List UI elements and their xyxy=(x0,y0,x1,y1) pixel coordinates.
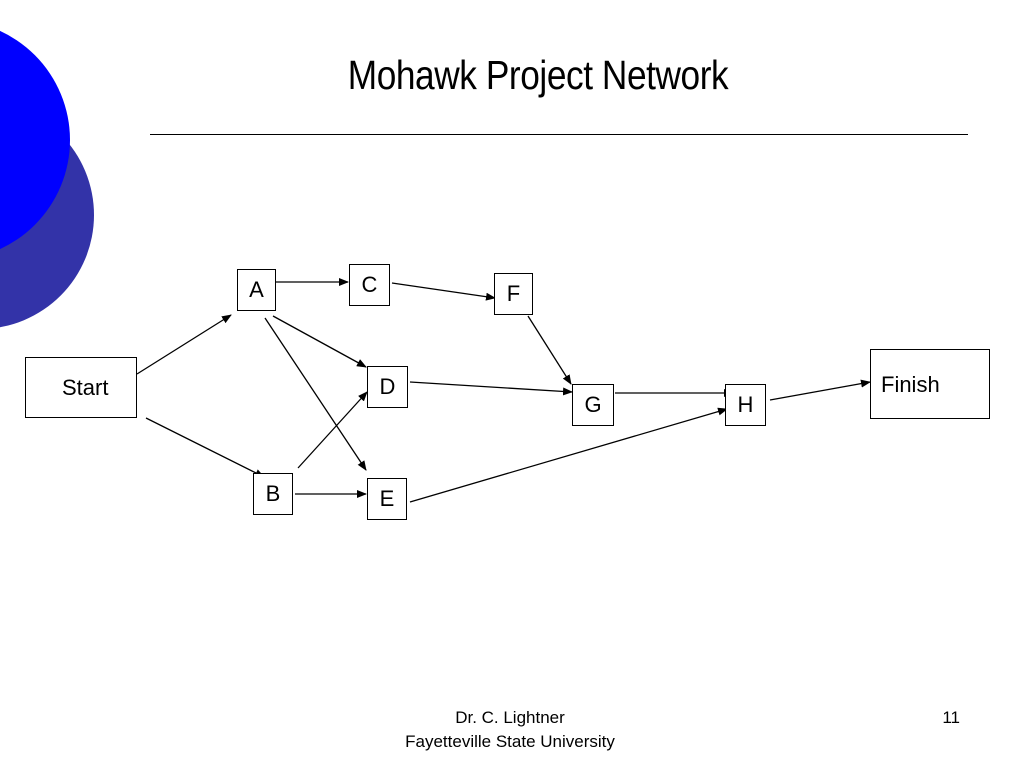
node-f-label: F xyxy=(506,281,521,306)
edge-h-finish xyxy=(769,379,871,401)
node-c: C xyxy=(349,264,390,306)
edge-start-a xyxy=(136,314,232,375)
node-e: E xyxy=(367,478,407,520)
node-start-label: Start xyxy=(62,374,109,400)
edge-b-d xyxy=(297,391,368,469)
node-finish-label: Finish xyxy=(881,372,940,397)
node-h-label: H xyxy=(737,392,754,417)
footer-author: Dr. C. Lightner xyxy=(455,708,565,727)
page-number: 11 xyxy=(942,708,960,727)
edge-a-d xyxy=(272,315,367,368)
edge-d-g xyxy=(409,381,573,396)
node-f: F xyxy=(494,273,533,315)
title-divider xyxy=(150,134,968,135)
node-b-label: B xyxy=(265,481,281,506)
node-finish: Finish xyxy=(870,349,990,419)
node-e-label: E xyxy=(379,486,395,511)
footer-author-block: Dr. C. Lightner Fayetteville State Unive… xyxy=(360,706,660,754)
node-b: B xyxy=(253,473,293,515)
front-circle xyxy=(0,30,70,250)
node-start: Start xyxy=(25,357,137,418)
node-g: G xyxy=(572,384,614,426)
decorative-circles xyxy=(0,30,94,328)
node-a: A xyxy=(237,269,276,311)
slide-title: Mohawk Project Network xyxy=(347,52,729,98)
node-a-label: A xyxy=(249,277,264,302)
edge-start-b xyxy=(145,417,265,478)
edge-a-e xyxy=(264,317,367,471)
edge-f-g xyxy=(527,315,572,385)
node-h: H xyxy=(725,384,766,426)
node-d-label: D xyxy=(379,374,396,399)
node-c-label: C xyxy=(361,272,378,297)
edge-e-h xyxy=(409,407,728,503)
edge-c-f xyxy=(391,282,496,301)
node-d: D xyxy=(367,366,408,408)
footer-institution: Fayetteville State University xyxy=(405,732,615,751)
node-g-label: G xyxy=(584,392,602,417)
